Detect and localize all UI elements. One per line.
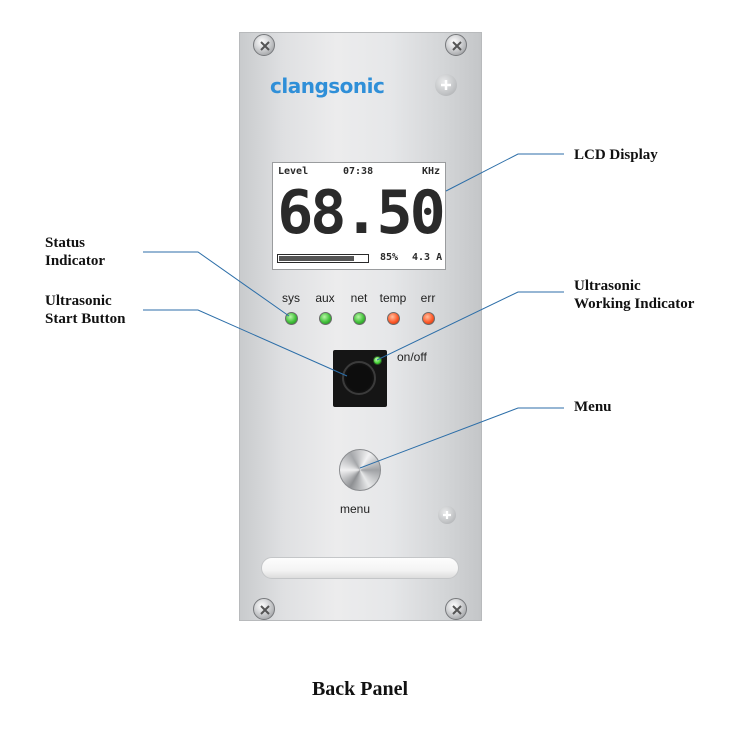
status-label-sys: sys (282, 291, 300, 305)
leader-status-indicator (143, 251, 290, 317)
ultrasonic-working-indicator (373, 356, 382, 365)
callout-working-indicator-line1: Ultrasonic (574, 278, 641, 294)
lcd-display: Level 07:38 KHz 68.50 85% 4.3 A (272, 162, 446, 270)
screw-top-right-icon (445, 34, 467, 56)
status-label-err: err (420, 291, 436, 305)
device-back-panel (239, 32, 482, 621)
status-led-temp (387, 312, 400, 325)
status-led-err (422, 312, 435, 325)
leader-start-button (143, 309, 348, 377)
status-label-aux: aux (315, 291, 335, 305)
callout-status-indicator-line1: Status (45, 235, 86, 251)
callout-start-button-line2: Start Button (45, 311, 126, 327)
callout-menu: Menu (574, 399, 612, 415)
lcd-time: 07:38 (343, 166, 374, 177)
handle-slot (261, 557, 459, 579)
power-ring-icon (342, 361, 376, 395)
plus-icon (441, 80, 451, 90)
onoff-label: on/off (397, 350, 427, 364)
callout-working-indicator-line2: Working Indicator (574, 296, 695, 312)
diagram-caption: Back Panel (311, 678, 409, 700)
leader-lcd-display (445, 153, 564, 192)
callout-status-indicator-line2: Indicator (45, 253, 105, 269)
plus-button-bottom[interactable] (438, 506, 456, 524)
menu-button[interactable] (339, 449, 381, 491)
status-label-net: net (350, 291, 368, 305)
lcd-level-label: Level (278, 166, 309, 177)
callout-start-button-line1: Ultrasonic (45, 293, 112, 309)
lcd-power-percent: 85% (380, 252, 399, 263)
status-led-net (353, 312, 366, 325)
lcd-current: 4.3 A (412, 252, 443, 263)
status-led-aux (319, 312, 332, 325)
plus-icon (443, 511, 451, 519)
plus-button-top[interactable] (435, 74, 457, 96)
menu-label: menu (340, 502, 371, 516)
callout-status-indicator: Status Indicator (45, 234, 105, 270)
leader-menu (359, 407, 564, 469)
brand-logo: clangsonic (270, 74, 385, 98)
screw-top-left-icon (253, 34, 275, 56)
callout-lcd-display: LCD Display (574, 147, 658, 163)
status-label-temp: temp (379, 291, 407, 305)
screw-bottom-left-icon (253, 598, 275, 620)
lcd-power-bar-fill (279, 256, 354, 261)
leader-working-indicator (376, 291, 564, 361)
lcd-power-bar (277, 254, 369, 263)
callout-start-button: Ultrasonic Start Button (45, 292, 125, 328)
screw-bottom-right-icon (445, 598, 467, 620)
lcd-unit: KHz (421, 166, 440, 177)
lcd-frequency: 68.50 (277, 178, 446, 248)
callout-working-indicator: Ultrasonic Working Indicator (574, 277, 694, 313)
